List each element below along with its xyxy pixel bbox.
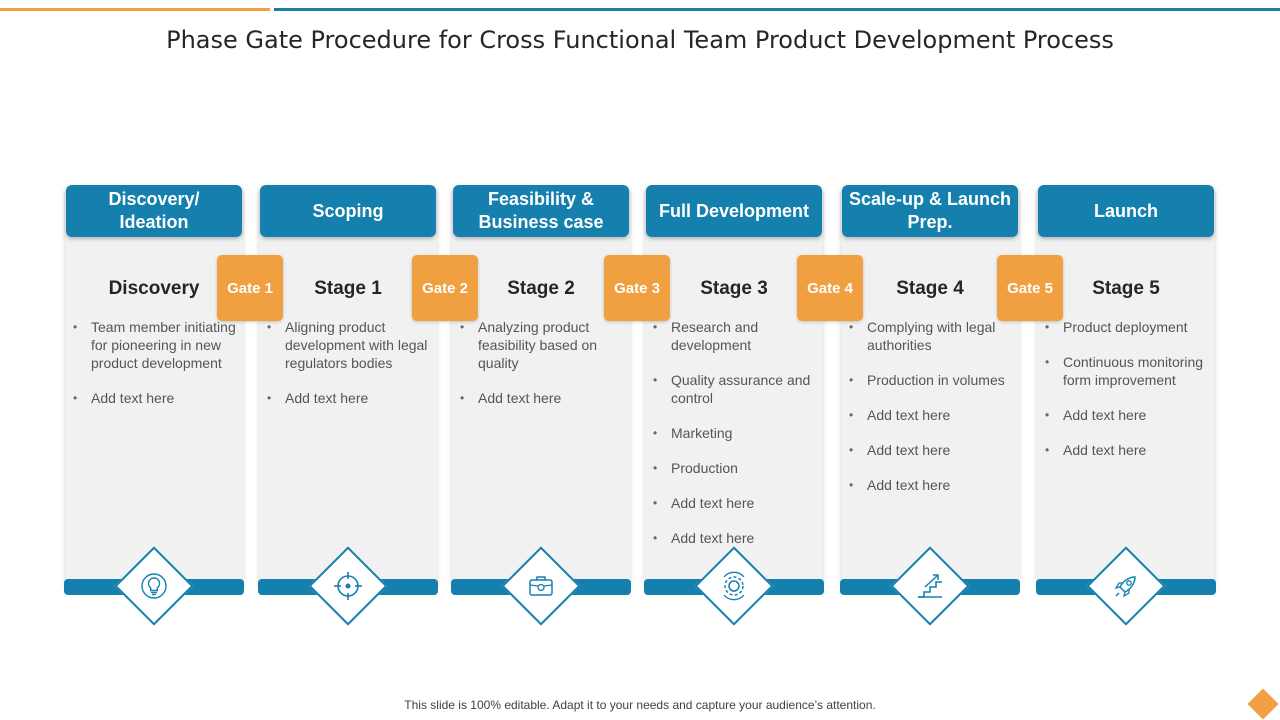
slide-title: Phase Gate Procedure for Cross Functiona… xyxy=(166,26,1114,54)
stage-bullet-list: Product deployment Continuous monitoring… xyxy=(1045,318,1211,476)
stage-title: Discovery xyxy=(108,278,200,299)
phase-header: Scale-up & Launch Prep. xyxy=(842,185,1018,237)
stage-title: Stage 5 xyxy=(1092,278,1160,299)
gear-cycle-icon xyxy=(723,571,745,601)
stage-title: Stage 4 xyxy=(896,278,964,299)
bullet-item: Product deployment xyxy=(1045,318,1211,336)
phase-panel xyxy=(452,187,630,587)
stage-title: Stage 2 xyxy=(507,278,575,299)
phase-column-full-development: Full Development Stage 3 Research and de… xyxy=(644,185,824,626)
gate-badge-3: Gate 3 xyxy=(604,255,670,321)
bullet-item: Analyzing product feasibility based on q… xyxy=(460,318,626,372)
bullet-item: Add text here xyxy=(73,389,239,407)
phase-panel xyxy=(65,187,243,587)
top-accent-line-orange xyxy=(0,8,270,11)
bullet-item: Add text here xyxy=(460,389,626,407)
bullet-item: Production in volumes xyxy=(849,371,1015,389)
bullet-item: Add text here xyxy=(849,441,1015,459)
phase-column-feasibility: Feasibility & Business case Stage 2 Anal… xyxy=(451,185,631,626)
bullet-item: Add text here xyxy=(1045,406,1211,424)
stage-title: Stage 1 xyxy=(314,278,382,299)
gate-badge-4: Gate 4 xyxy=(797,255,863,321)
stairs-growth-icon xyxy=(918,574,942,598)
phase-column-scale-up: Scale-up & Launch Prep. Stage 4 Complyin… xyxy=(840,185,1020,626)
target-icon xyxy=(334,572,362,600)
phase-header: Launch xyxy=(1038,185,1214,237)
briefcase-icon xyxy=(529,576,553,596)
stage-title: Stage 3 xyxy=(700,278,768,299)
bullet-item: Add text here xyxy=(849,476,1015,494)
phase-column-launch: Launch Stage 5 Product deployment Contin… xyxy=(1036,185,1216,626)
footer-note: This slide is 100% editable. Adapt it to… xyxy=(404,698,876,712)
top-accent-line-blue xyxy=(274,8,1280,11)
stage-bullet-list: Complying with legal authorities Product… xyxy=(849,318,1015,511)
gate-badge-1: Gate 1 xyxy=(217,255,283,321)
stage-bullet-list: Team member initiating for pioneering in… xyxy=(73,318,239,424)
bullet-item: Quality assurance and control xyxy=(653,371,819,407)
bullet-item: Continuous monitoring form improvement xyxy=(1045,353,1211,389)
gate-badge-2: Gate 2 xyxy=(412,255,478,321)
bullet-item: Aligning product development with legal … xyxy=(267,318,433,372)
phase-column-scoping: Scoping Stage 1 Aligning product develop… xyxy=(258,185,438,626)
rocket-icon xyxy=(1114,576,1136,598)
bullet-item: Team member initiating for pioneering in… xyxy=(73,318,239,372)
stage-bullet-list: Research and development Quality assuran… xyxy=(653,318,819,564)
bullet-item: Add text here xyxy=(1045,441,1211,459)
phase-header: Discovery/ Ideation xyxy=(66,185,242,237)
bullet-item: Add text here xyxy=(653,494,819,512)
phase-header: Feasibility & Business case xyxy=(453,185,629,237)
bullet-item: Complying with legal authorities xyxy=(849,318,1015,354)
gate-badge-5: Gate 5 xyxy=(997,255,1063,321)
bullet-item: Add text here xyxy=(653,529,819,547)
bullet-item: Research and development xyxy=(653,318,819,354)
stage-bullet-list: Aligning product development with legal … xyxy=(267,318,433,424)
bullet-item: Marketing xyxy=(653,424,819,442)
phase-header: Full Development xyxy=(646,185,822,237)
corner-diamond-decoration xyxy=(1247,688,1279,720)
bullet-item: Production xyxy=(653,459,819,477)
phase-column-discovery: Discovery/ Ideation Discovery Team membe… xyxy=(64,185,244,626)
phase-panel xyxy=(259,187,437,587)
phase-header: Scoping xyxy=(260,185,436,237)
bullet-item: Add text here xyxy=(849,406,1015,424)
stage-bullet-list: Analyzing product feasibility based on q… xyxy=(460,318,626,424)
bullet-item: Add text here xyxy=(267,389,433,407)
lightbulb-icon xyxy=(141,573,167,599)
